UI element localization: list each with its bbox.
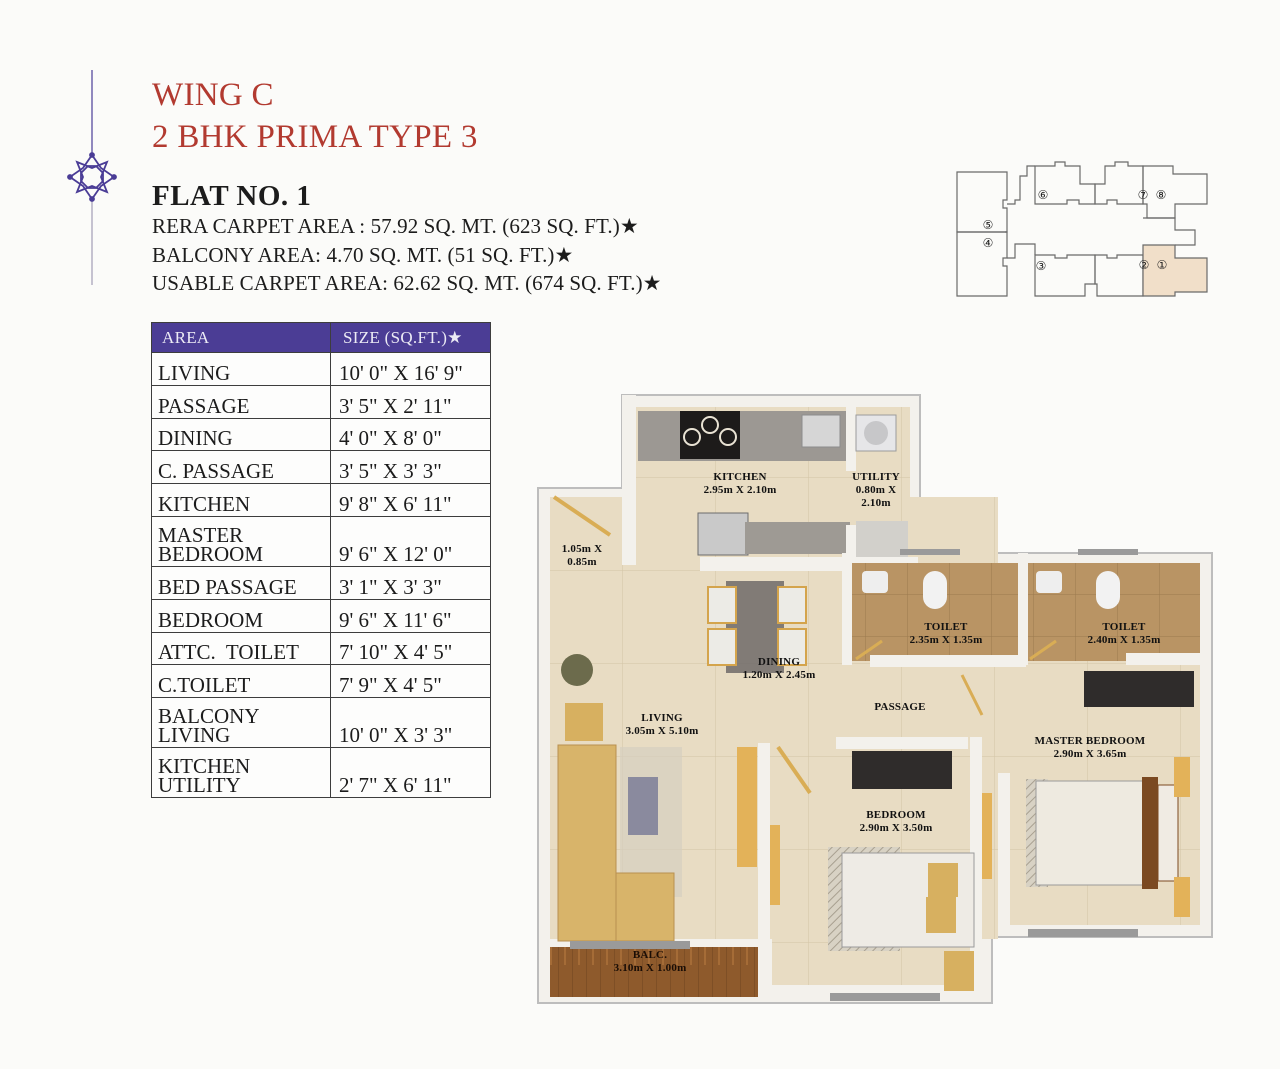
size-cell: 10' 0" X 3' 3" (330, 697, 491, 749)
attached-toilet-dims: 2.40m X 1.35m (1087, 634, 1161, 646)
usable-carpet-area: USABLE CARPET AREA: 62.62 SQ. MT. (674 S… (152, 271, 662, 295)
utility-label: UTILITY 0.80m X 2.10m (846, 471, 906, 510)
area-line-2: UTILITY (158, 773, 241, 798)
area-cell: BEDROOM (151, 598, 331, 633)
balcony-label: BALC. 3.10m X 1.00m (600, 949, 700, 975)
utility-dims-1: 0.80m X (855, 484, 897, 496)
rera-carpet-area: RERA CARPET AREA : 57.92 SQ. MT. (623 SQ… (152, 214, 639, 238)
floor-plan: KITCHEN 2.95m X 2.10m UTILITY 0.80m X 2.… (530, 385, 1230, 1015)
column-header-area: AREA (151, 322, 331, 353)
balcony-name: BALC. (632, 949, 668, 961)
flat-number: FLAT NO. 1 (152, 180, 312, 212)
bedroom-label: BEDROOM 2.90m X 3.50m (846, 809, 946, 835)
key-unit-5: ⑤ (983, 218, 994, 232)
small-passage-label: 1.05m X 0.85m (550, 543, 614, 569)
area-line-1: MASTER (158, 522, 244, 547)
attached-toilet-name: TOILET (1102, 621, 1146, 633)
common-toilet-label: TOILET 2.35m X 1.35m (896, 621, 996, 647)
size-cell: 4' 0" X 8' 0" (330, 417, 491, 452)
key-unit-3: ③ (1036, 259, 1047, 273)
kitchen-dims: 2.95m X 2.10m (703, 484, 777, 496)
utility-name: UTILITY (852, 471, 900, 483)
flat-info: FLAT NO. 1 RERA CARPET AREA : 57.92 SQ. … (152, 180, 662, 298)
area-cell: KITCHEN (151, 483, 331, 517)
kitchen-name: KITCHEN (713, 471, 767, 483)
star-ornament-icon (67, 70, 117, 285)
dining-label: DINING 1.20m X 2.45m (724, 656, 834, 682)
size-cell: 7' 9" X 4' 5" (330, 664, 491, 699)
key-unit-7: ⑦ (1138, 188, 1149, 202)
bedroom-dims: 2.90m X 3.50m (859, 822, 933, 834)
key-plan: ⑥ ⑦ ⑧ ⑤ ④ ③ ② ① (956, 161, 1208, 297)
area-cell: C. PASSAGE (151, 450, 331, 485)
passage-label: PASSAGE (874, 701, 926, 713)
size-cell: 3' 5" X 2' 11" (330, 384, 491, 419)
size-cell: 7' 10" X 4' 5" (330, 631, 491, 666)
area-line-1: KITCHEN (158, 754, 251, 779)
small-passage-dims-2: 0.85m (567, 556, 597, 568)
size-cell: 9' 6" X 12' 0" (330, 515, 491, 567)
area-cell: C.TOILET (151, 664, 331, 699)
key-unit-2: ② (1139, 258, 1150, 272)
area-cell: DINING (151, 417, 331, 452)
unit-type-title: 2 BHK PRIMA TYPE 3 (152, 119, 478, 155)
area-cell: LIVING (151, 352, 331, 386)
size-cell: 9' 6" X 11' 6" (330, 598, 491, 633)
attached-toilet-label: TOILET 2.40m X 1.35m (1074, 621, 1174, 647)
common-toilet-name: TOILET (924, 621, 968, 633)
key-unit-6: ⑥ (1038, 188, 1049, 202)
size-cell: 3' 5" X 3' 3" (330, 450, 491, 485)
floor-plan-drawing (537, 394, 1213, 1004)
utility-dims-2: 2.10m (861, 497, 891, 509)
wing-title: WING C (152, 77, 274, 113)
area-line-2: LIVING (158, 723, 231, 748)
area-cell: BED PASSAGE (151, 565, 331, 600)
title-block: WING C 2 BHK PRIMA TYPE 3 (152, 74, 478, 158)
area-cell: PASSAGE (151, 384, 331, 419)
balcony-area: BALCONY AREA: 4.70 SQ. MT. (51 SQ. FT.)★ (152, 242, 574, 267)
dining-dims: 1.20m X 2.45m (742, 669, 816, 681)
kitchen-label: KITCHEN 2.95m X 2.10m (695, 471, 785, 497)
living-label: LIVING 3.05m X 5.10m (614, 712, 710, 738)
key-unit-4: ④ (983, 236, 994, 250)
size-cell: 10' 0" X 16' 9" (330, 352, 491, 386)
living-name: LIVING (641, 712, 683, 724)
key-unit-1-highlighted: ① (1157, 258, 1168, 272)
master-bedroom-dims: 2.90m X 3.65m (1053, 748, 1127, 760)
common-toilet-dims: 2.35m X 1.35m (909, 634, 983, 646)
bedroom-name: BEDROOM (866, 809, 926, 821)
master-bedroom-name: MASTER BEDROOM (1034, 735, 1146, 747)
size-cell: 9' 8" X 6' 11" (330, 483, 491, 517)
small-passage-dims-1: 1.05m X (561, 543, 603, 555)
key-unit-8: ⑧ (1156, 188, 1167, 202)
area-cell: ATTC. TOILET (151, 631, 331, 666)
dining-name: DINING (757, 656, 801, 668)
balcony-dims: 3.10m X 1.00m (613, 962, 687, 974)
table-header-row: AREA SIZE (SQ.FT.)★ (151, 322, 491, 353)
living-dims: 3.05m X 5.10m (625, 725, 699, 737)
area-line-1: BALCONY (158, 704, 260, 729)
column-header-size: SIZE (SQ.FT.)★ (330, 322, 491, 353)
size-cell: 2' 7" X 6' 11" (330, 747, 491, 799)
master-bedroom-label: MASTER BEDROOM 2.90m X 3.65m (1020, 735, 1160, 761)
area-line-2: BEDROOM (158, 541, 264, 566)
size-cell: 3' 1" X 3' 3" (330, 565, 491, 600)
